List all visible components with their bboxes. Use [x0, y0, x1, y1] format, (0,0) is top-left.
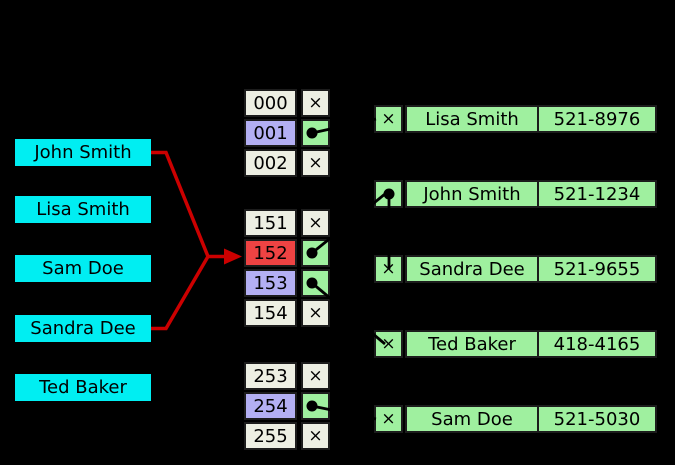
entry-phone: 521-8976: [553, 108, 641, 130]
entry-phone-cell: 521-9655: [537, 255, 657, 283]
bucket-row-153: 153: [244, 269, 330, 297]
entry-name-cell: Sam Doe: [405, 405, 539, 433]
empty-slot-icon: ×: [308, 153, 323, 173]
collision-arrowhead: [224, 248, 242, 265]
entry-phone: 521-9655: [553, 258, 641, 280]
entry-next-cell: ×: [374, 255, 403, 283]
empty-slot-icon: ×: [308, 366, 323, 386]
bucket-index-cell: 253: [244, 362, 297, 390]
bucket-index: 154: [253, 302, 288, 324]
bucket-group-253: 253 × 254 255 ×: [244, 362, 330, 452]
key-label: Ted Baker: [39, 377, 127, 398]
key-box-john-smith: John Smith: [15, 139, 151, 166]
empty-slot-icon: ×: [308, 213, 323, 233]
empty-slot-icon: ×: [381, 409, 396, 429]
entry-phone-cell: 521-1234: [537, 180, 657, 208]
bucket-index-cell: 154: [244, 299, 297, 327]
bucket-slot-cell: ×: [301, 362, 330, 390]
bucket-index: 152: [253, 242, 288, 264]
entry-next-cell-pointer: [374, 180, 403, 208]
key-box-ted-baker: Ted Baker: [15, 374, 151, 401]
empty-slot-icon: ×: [308, 93, 323, 113]
entry-name: Sandra Dee: [419, 258, 525, 280]
bucket-index-cell: 001: [244, 119, 297, 147]
bucket-row-253: 253 ×: [244, 362, 330, 390]
key-box-sandra-dee: Sandra Dee: [15, 315, 151, 342]
bucket-index: 153: [253, 272, 288, 294]
empty-slot-icon: ×: [381, 109, 396, 129]
key-box-sam-doe: Sam Doe: [15, 255, 151, 282]
bucket-slot-cell-pointer: [301, 392, 330, 420]
entry-name: John Smith: [423, 183, 521, 205]
bucket-slot-cell: ×: [301, 299, 330, 327]
entry-name: Lisa Smith: [425, 108, 519, 130]
entry-row-ted-baker: × Ted Baker 418-4165: [374, 330, 657, 358]
entry-name-cell: Sandra Dee: [405, 255, 539, 283]
entry-name: Ted Baker: [428, 333, 516, 355]
bucket-slot-cell: ×: [301, 149, 330, 177]
bucket-index: 151: [253, 212, 288, 234]
empty-slot-icon: ×: [308, 303, 323, 323]
entry-row-john-smith: John Smith 521-1234: [374, 180, 657, 208]
bucket-index-cell: 254: [244, 392, 297, 420]
bucket-slot-cell-pointer: [301, 119, 330, 147]
bucket-index-cell: 255: [244, 422, 297, 450]
bucket-slot-cell: ×: [301, 422, 330, 450]
bucket-index: 000: [253, 92, 288, 114]
bucket-index-cell: 153: [244, 269, 297, 297]
entry-phone-cell: 521-5030: [537, 405, 657, 433]
bucket-index: 001: [253, 122, 288, 144]
bucket-row-151: 151 ×: [244, 209, 330, 237]
key-label: Lisa Smith: [36, 199, 130, 220]
entry-row-sandra-dee: × Sandra Dee 521-9655: [374, 255, 657, 283]
key-label: Sam Doe: [42, 258, 124, 279]
bucket-slot-cell-pointer: [301, 269, 330, 297]
bucket-index: 254: [253, 395, 288, 417]
entry-name: Sam Doe: [431, 408, 513, 430]
entry-next-cell: ×: [374, 405, 403, 433]
entry-row-sam-doe: × Sam Doe 521-5030: [374, 405, 657, 433]
bucket-index-cell: 002: [244, 149, 297, 177]
bucket-group-000: 000 × 001 002 ×: [244, 89, 330, 179]
bucket-row-254: 254: [244, 392, 330, 420]
bucket-slot-cell-pointer: [301, 239, 330, 267]
entry-row-lisa-smith: × Lisa Smith 521-8976: [374, 105, 657, 133]
bucket-index-cell: 151: [244, 209, 297, 237]
bucket-index: 002: [253, 152, 288, 174]
entry-name-cell: Ted Baker: [405, 330, 539, 358]
bucket-group-151: 151 × 152 153 154 ×: [244, 209, 330, 329]
bucket-index: 255: [253, 425, 288, 447]
key-box-lisa-smith: Lisa Smith: [15, 196, 151, 223]
bucket-slot-cell: ×: [301, 209, 330, 237]
bucket-slot-cell: ×: [301, 89, 330, 117]
bucket-row-154: 154 ×: [244, 299, 330, 327]
collision-arrow-john: [151, 150, 226, 259]
entry-next-cell: ×: [374, 105, 403, 133]
entry-phone: 521-1234: [553, 183, 641, 205]
bucket-index: 253: [253, 365, 288, 387]
key-label: Sandra Dee: [30, 318, 136, 339]
entry-phone: 521-5030: [553, 408, 641, 430]
empty-slot-icon: ×: [381, 334, 396, 354]
entry-name-cell: Lisa Smith: [405, 105, 539, 133]
empty-slot-icon: ×: [381, 259, 396, 279]
bucket-row-000: 000 ×: [244, 89, 330, 117]
collision-arrow-sandra: [151, 255, 210, 331]
entry-phone-cell: 418-4165: [537, 330, 657, 358]
bucket-row-152-collision: 152: [244, 239, 330, 267]
entry-phone-cell: 521-8976: [537, 105, 657, 133]
key-label: John Smith: [34, 142, 132, 163]
bucket-row-002: 002 ×: [244, 149, 330, 177]
entry-name-cell: John Smith: [405, 180, 539, 208]
bucket-index-cell-collision: 152: [244, 239, 297, 267]
empty-slot-icon: ×: [308, 426, 323, 446]
bucket-index-cell: 000: [244, 89, 297, 117]
bucket-row-255: 255 ×: [244, 422, 330, 450]
bucket-row-001: 001: [244, 119, 330, 147]
entry-phone: 418-4165: [553, 333, 641, 355]
entry-next-cell: ×: [374, 330, 403, 358]
